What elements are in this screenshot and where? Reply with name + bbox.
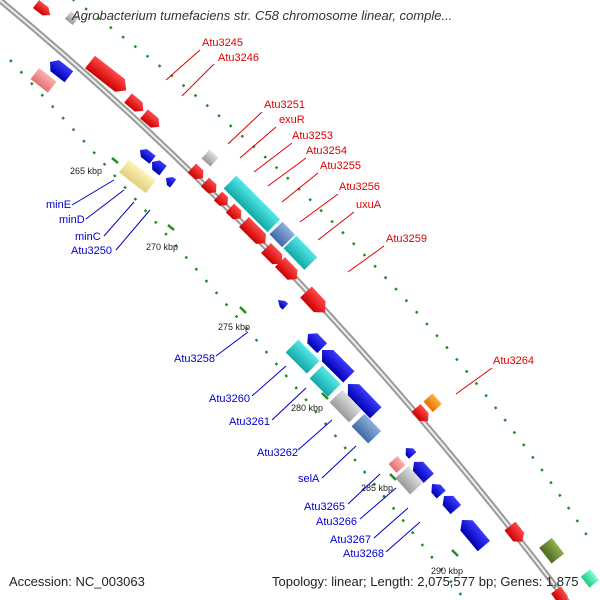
gene-feature[interactable] xyxy=(351,413,382,444)
gene-label-atu3260[interactable]: Atu3260 xyxy=(209,393,250,405)
gene-label-atu3261[interactable]: Atu3261 xyxy=(229,416,270,428)
gene-feature[interactable] xyxy=(283,235,318,270)
gene-feature[interactable] xyxy=(551,586,571,600)
reverse-strand-genes xyxy=(30,56,490,552)
gene-feature[interactable] xyxy=(411,403,433,425)
gene-label-atu3255[interactable]: Atu3255 xyxy=(320,160,361,172)
forward-strand-genes xyxy=(32,0,599,600)
gene-label-mind[interactable]: minD xyxy=(59,214,85,226)
gene-feature[interactable] xyxy=(275,297,289,310)
gene-label-atu3245[interactable]: Atu3245 xyxy=(202,37,243,49)
gene-feature[interactable] xyxy=(402,445,417,459)
gene-label-minc[interactable]: minC xyxy=(75,231,101,243)
forward-gene-labels: Atu3245 Atu3246 Atu3251 exuR Atu3253 Atu… xyxy=(202,37,534,367)
gene-label-mine[interactable]: minE xyxy=(46,199,71,211)
outer-track-dots xyxy=(71,0,592,541)
gene-label-atu3265[interactable]: Atu3265 xyxy=(304,501,345,513)
reverse-callouts xyxy=(71,179,421,553)
gene-feature[interactable] xyxy=(200,177,220,197)
gene-feature[interactable] xyxy=(456,515,490,552)
gene-feature[interactable] xyxy=(46,56,74,83)
gene-feature[interactable] xyxy=(423,393,442,412)
gene-label-atu3267[interactable]: Atu3267 xyxy=(330,534,371,546)
scale-labels: 265 kbp 270 kbp 275 kbp 280 kbp 285 kbp … xyxy=(70,166,463,576)
gene-feature[interactable] xyxy=(329,389,362,423)
scale-label-285: 285 kbp xyxy=(361,483,393,493)
gene-feature[interactable] xyxy=(85,55,131,97)
gene-feature[interactable] xyxy=(269,221,295,248)
gene-feature[interactable] xyxy=(163,174,177,188)
scale-label-265: 265 kbp xyxy=(70,166,102,176)
map-title: Agrobacterium tumefaciens str. C58 chrom… xyxy=(72,8,453,23)
gene-feature[interactable] xyxy=(580,569,599,588)
genome-summary-text: Topology: linear; Length: 2,075,577 bp; … xyxy=(272,574,579,589)
gene-label-atu3250[interactable]: Atu3250 xyxy=(71,245,112,257)
scale-label-290: 290 kbp xyxy=(431,566,463,576)
scale-ticks xyxy=(111,157,459,557)
gene-feature[interactable] xyxy=(225,203,245,223)
gene-label-atu3259[interactable]: Atu3259 xyxy=(386,233,427,245)
gene-feature[interactable] xyxy=(124,93,147,115)
gene-feature[interactable] xyxy=(409,457,434,484)
gene-feature[interactable] xyxy=(439,491,462,515)
gene-feature[interactable] xyxy=(539,537,565,564)
gene-feature[interactable] xyxy=(388,455,406,473)
gene-label-atu3251[interactable]: Atu3251 xyxy=(264,99,305,111)
gene-label-atu3266[interactable]: Atu3266 xyxy=(316,516,357,528)
gene-feature[interactable] xyxy=(32,0,53,19)
gene-feature[interactable] xyxy=(427,480,446,499)
gene-feature[interactable] xyxy=(201,149,219,167)
accession-text: Accession: NC_003063 xyxy=(9,574,145,589)
gene-feature[interactable] xyxy=(119,159,156,194)
gene-feature[interactable] xyxy=(274,257,302,284)
gene-label-sela[interactable]: selA xyxy=(298,473,320,485)
gene-feature[interactable] xyxy=(64,10,80,26)
gene-feature[interactable] xyxy=(309,365,341,397)
gene-feature[interactable] xyxy=(137,146,156,164)
gene-label-atu3246[interactable]: Atu3246 xyxy=(218,52,259,64)
gene-feature[interactable] xyxy=(342,378,382,419)
gene-label-atu3256[interactable]: Atu3256 xyxy=(339,181,380,193)
gene-feature[interactable] xyxy=(261,243,286,268)
gene-label-atu3258[interactable]: Atu3258 xyxy=(174,353,215,365)
gene-label-atu3262[interactable]: Atu3262 xyxy=(257,447,298,459)
scale-label-270: 270 kbp xyxy=(146,242,178,252)
gene-feature[interactable] xyxy=(316,344,355,383)
gene-feature[interactable] xyxy=(213,191,232,210)
gene-feature[interactable] xyxy=(239,217,270,248)
genome-backbone xyxy=(0,0,570,600)
gene-feature[interactable] xyxy=(30,68,57,93)
gene-feature[interactable] xyxy=(223,175,262,214)
gene-feature[interactable] xyxy=(395,465,424,495)
scale-label-280: 280 kbp xyxy=(291,403,323,413)
gene-label-atu3264[interactable]: Atu3264 xyxy=(493,355,534,367)
gene-label-atu3268[interactable]: Atu3268 xyxy=(343,548,384,560)
gene-feature[interactable] xyxy=(140,109,163,131)
gene-label-exur[interactable]: exuR xyxy=(279,114,305,126)
forward-callouts xyxy=(165,49,493,395)
gene-feature[interactable] xyxy=(504,521,527,546)
gene-feature[interactable] xyxy=(247,199,281,233)
gene-feature[interactable] xyxy=(300,286,331,318)
gene-label-uxua[interactable]: uxuA xyxy=(356,199,382,211)
gene-feature[interactable] xyxy=(187,163,207,183)
gene-feature[interactable] xyxy=(148,157,167,176)
gene-label-atu3253[interactable]: Atu3253 xyxy=(292,130,333,142)
scale-label-275: 275 kbp xyxy=(218,322,250,332)
inner-track-dots xyxy=(9,59,466,600)
genome-backbone-highlight xyxy=(0,0,568,600)
gene-feature[interactable] xyxy=(285,339,320,374)
gene-label-atu3254[interactable]: Atu3254 xyxy=(306,145,347,157)
reverse-gene-labels: minE minD minC Atu3250 Atu3258 Atu3260 A… xyxy=(46,199,384,560)
